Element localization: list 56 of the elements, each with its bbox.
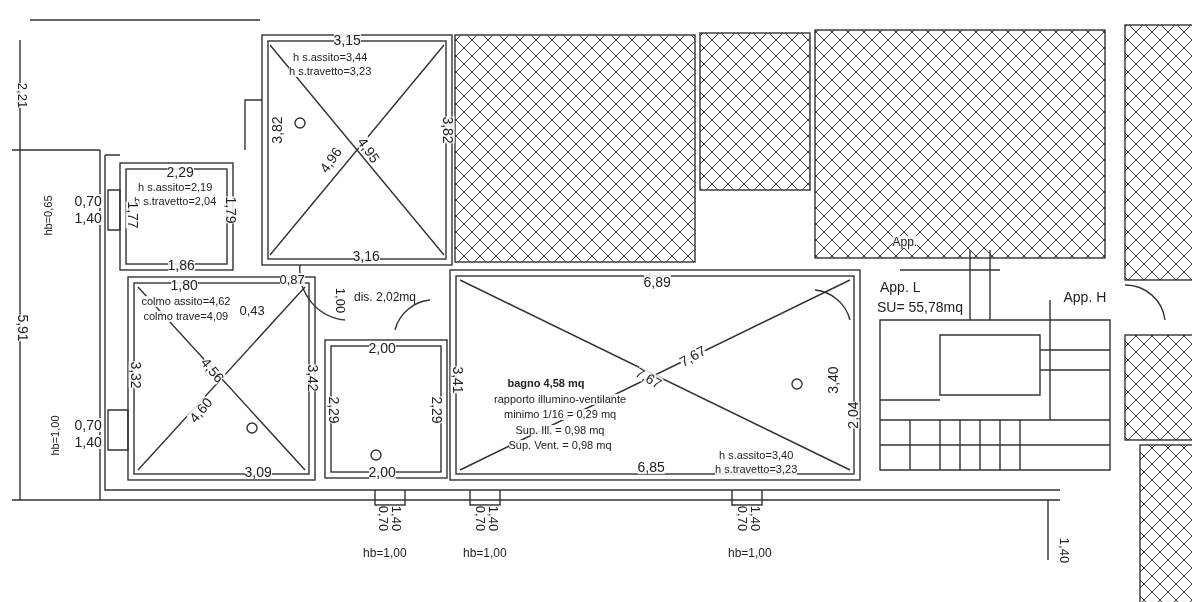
window-dimension: 1,40 [74,211,102,225]
dimension-text: 3,42 [305,364,320,392]
dimension-text: 2,00 [368,465,396,479]
dimension-text: 3,09 [244,465,272,479]
dimension-text: 3,40 [825,366,840,394]
dimension-text: 2,00 [368,341,396,355]
area-note: SU= 55,78mq [877,300,963,314]
dimension-text: 6,89 [643,275,671,289]
height-note: h s.assito=2,19 [138,181,213,193]
dimension-text: 2,29 [326,396,341,424]
dimension-text: 3,41 [450,366,465,394]
height-note: colmo trave=4,09 [143,310,229,322]
dimension-text: 1,00 [333,287,347,313]
window-height-note: hb=1,00 [49,414,61,456]
height-note: h s.travetto=3,23 [289,65,372,77]
dimension-text: 3,32 [128,361,143,389]
height-note: h s.assito=3,40 [719,449,794,461]
window-dimension: 0,70 [473,505,487,531]
dimension-text: 0,87 [279,272,305,286]
window-height-note: hb=1,00 [728,547,772,559]
height-note: h s.travetto=3,23 [715,463,798,475]
dimension-text: 2,29 [429,396,444,424]
window-dimension: 0,70 [376,505,390,531]
dimension-text: 1,86 [167,258,195,272]
dimension-text: 3,82 [269,116,284,144]
area-note: dis. 2,02mq [354,291,417,303]
ventilation-note: Sup. Ill. = 0,98 mq [515,424,605,436]
height-note: h s.assito=3,44 [293,51,368,63]
dimension-text: 1,40 [1057,537,1071,563]
dimension-text: 1,79 [223,196,238,224]
dimension-text: 2,04 [845,401,860,429]
window-height-note: hb=0,65 [42,194,54,236]
room-label: App. H [1063,290,1107,304]
dimension-text: 7,67 [676,343,708,369]
room-label: App. L [880,280,921,294]
dimension-text: 2,29 [166,165,194,179]
ventilation-note: rapporto illumino-ventilante [494,393,627,405]
window-height-note: hb=1,00 [463,547,507,559]
window-dimension: 0,70 [735,505,749,531]
room-label: bagno 4,58 mq [507,377,585,389]
dimension-text: 6,85 [637,460,665,474]
dimension-text: 2,21 [15,82,29,108]
window-dimension: 0,70 [74,194,102,208]
dimension-text: 0,43 [239,303,265,317]
window-dimension: 0,70 [74,418,102,432]
dimension-text: 3,16 [352,249,380,263]
dimension-text: 1,80 [170,278,198,292]
dimension-text: 5,91 [15,314,30,342]
height-note: colmo assito=4,62 [141,295,231,307]
ventilation-note: Sup. Vent. = 0,98 mq [508,439,612,451]
window-dimension: 1,40 [74,435,102,449]
window-height-note: hb=1,00 [363,547,407,559]
room-label: App. [892,236,918,248]
ventilation-note: minimo 1/16 = 0,29 mq [504,408,617,420]
dimension-text: 3,82 [440,116,455,144]
dimension-text: 3,15 [333,33,361,47]
